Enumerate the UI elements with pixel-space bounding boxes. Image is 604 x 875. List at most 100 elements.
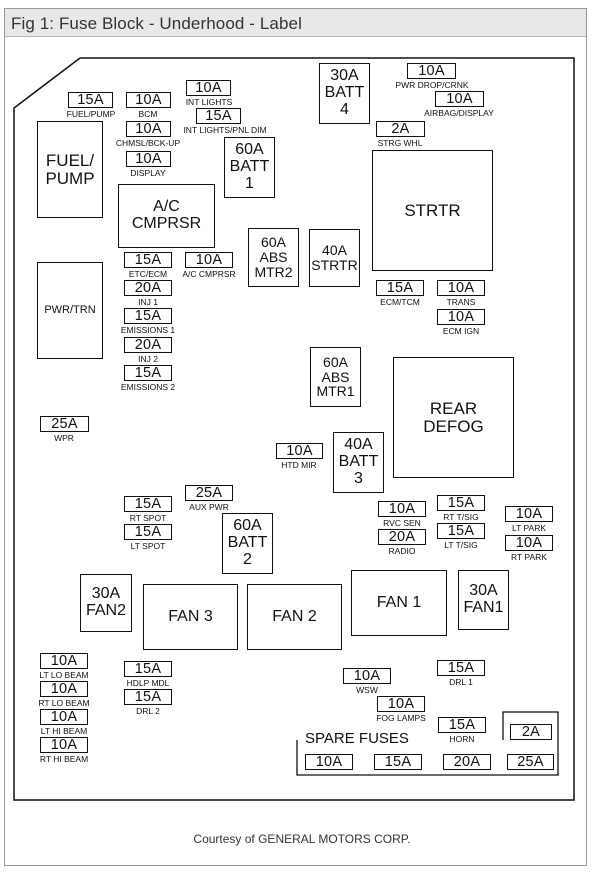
- label-ecm-ign: ECM IGN: [442, 326, 480, 336]
- fuse-int-lights: 10A: [186, 80, 231, 96]
- starter-relay: STRTR: [372, 150, 493, 271]
- fuse-lt-spot: 15A: [124, 524, 172, 540]
- rear-defog-relay: REAR DEFOG: [393, 357, 514, 478]
- fuel-pump-relay: FUEL/ PUMP: [37, 121, 103, 218]
- label-rt-hi-beam: RT HI BEAM: [39, 754, 89, 764]
- abs-mtr2-fuse: 60A ABS MTR2: [248, 228, 299, 287]
- label-trans: TRANS: [446, 297, 476, 307]
- fuse-trans: 10A: [437, 280, 485, 296]
- label-chmsl: CHMSL/BCK-UP: [115, 138, 181, 148]
- fuse-drl1: 15A: [437, 660, 485, 676]
- label-fuel-pump: FUEL/PUMP: [66, 109, 116, 119]
- fuse-rt-hi-beam: 10A: [40, 737, 88, 753]
- label-pwr-drop: PWR DROP/CRNK: [395, 80, 469, 90]
- fuse-chmsl: 10A: [126, 121, 171, 137]
- spare-fuse: 20A: [443, 754, 491, 770]
- fuse-fuel-pump: 15A: [68, 92, 113, 108]
- spare-fuse: 10A: [305, 754, 353, 770]
- fuse-inj1: 20A: [124, 280, 172, 296]
- fuse-drl2: 15A: [124, 689, 172, 705]
- label-htd-mir: HTD MIR: [281, 460, 317, 470]
- fan2-relay: FAN 2: [247, 584, 342, 650]
- batt3-fuse: 40A BATT 3: [333, 432, 384, 493]
- label-rt-tsig: RT T/SIG: [443, 512, 479, 522]
- fuse-airbag: 10A: [435, 91, 484, 107]
- spare-fuse: 25A: [507, 754, 554, 770]
- title-bar: [5, 9, 586, 37]
- label-inj1: INJ 1: [138, 297, 158, 307]
- fuse-int-lights-pnl-dim: 15A: [196, 108, 241, 124]
- fuse-wsw: 10A: [343, 668, 391, 684]
- spare-fuses-label: SPARE FUSES: [305, 730, 409, 747]
- label-aux-pwr: AUX PWR: [189, 502, 229, 512]
- fuse-ecm-ign: 10A: [437, 309, 485, 325]
- fuse-strg-whl: 2A: [376, 121, 425, 137]
- fuse-rt-lo-beam: 10A: [40, 681, 88, 697]
- label-strg-whl: STRG WHL: [377, 138, 423, 148]
- fuse-lt-tsig: 15A: [437, 523, 485, 539]
- label-hdlp-mdl: HDLP MDL: [126, 678, 170, 688]
- courtesy-credit: Courtesy of GENERAL MOTORS CORP.: [193, 832, 411, 846]
- label-bcm: BCM: [138, 109, 158, 119]
- label-rt-lo-beam: RT LO BEAM: [38, 698, 90, 708]
- fuse-ecm-tcm: 15A: [376, 280, 424, 296]
- spare-fuse-2a: 2A: [510, 724, 552, 740]
- label-lt-tsig: LT T/SIG: [444, 540, 478, 550]
- label-int-lights: INT LIGHTS: [185, 97, 233, 107]
- label-fog-lamps: FOG LAMPS: [376, 713, 426, 723]
- batt4-fuse: 30A BATT 4: [319, 63, 370, 124]
- label-lt-lo-beam: LT LO BEAM: [39, 670, 89, 680]
- label-horn: HORN: [449, 734, 475, 744]
- batt2-fuse: 60A BATT 2: [222, 513, 273, 574]
- label-lt-hi-beam: LT HI BEAM: [40, 726, 88, 736]
- fuse-bcm: 10A: [126, 92, 171, 108]
- fuse-display: 10A: [126, 151, 171, 167]
- fuse-rt-park: 10A: [505, 535, 553, 551]
- fuse-inj2: 20A: [124, 337, 172, 353]
- label-lt-park: LT PARK: [511, 523, 547, 533]
- fuse-emissions1: 15A: [124, 308, 172, 324]
- label-radio: RADIO: [388, 546, 416, 556]
- label-display: DISPLAY: [130, 168, 166, 178]
- fuse-lt-lo-beam: 10A: [40, 653, 88, 669]
- label-drl2: DRL 2: [136, 706, 160, 716]
- fuse-hdlp-mdl: 15A: [124, 661, 172, 677]
- figure-title: Fig 1: Fuse Block - Underhood - Label: [11, 14, 302, 33]
- fuse-fog-lamps: 10A: [377, 696, 425, 712]
- fuse-rt-tsig: 15A: [437, 495, 485, 511]
- spare-fuse: 15A: [374, 754, 422, 770]
- fan3-relay: FAN 3: [143, 584, 238, 650]
- label-lt-spot: LT SPOT: [130, 541, 166, 551]
- fan1-relay: FAN 1: [351, 570, 447, 636]
- label-wsw: WSW: [356, 685, 378, 695]
- label-rt-park: RT PARK: [511, 552, 547, 562]
- fuse-radio: 20A: [378, 529, 426, 545]
- fuse-aux-pwr: 25A: [185, 485, 233, 501]
- fuse-pwr-drop: 10A: [407, 63, 456, 79]
- strtr-fuse: 40A STRTR: [309, 229, 360, 287]
- label-rt-spot: RT SPOT: [129, 513, 167, 523]
- fuse-ac-cmprsr: 10A: [185, 252, 233, 268]
- batt1-fuse: 60A BATT 1: [224, 137, 275, 198]
- label-emissions1: EMISSIONS 1: [120, 325, 176, 335]
- fuse-rt-spot: 15A: [124, 496, 172, 512]
- label-emissions2: EMISSIONS 2: [120, 382, 176, 392]
- abs-mtr1-fuse: 60A ABS MTR1: [310, 347, 361, 407]
- fan1-relay-fuse: 30A FAN1: [458, 570, 509, 630]
- label-etc-ecm: ETC/ECM: [128, 269, 168, 279]
- fuse-horn: 15A: [438, 717, 486, 733]
- fuse-etc-ecm: 15A: [124, 252, 172, 268]
- fuse-htd-mir: 10A: [276, 443, 323, 459]
- fuse-lt-hi-beam: 10A: [40, 709, 88, 725]
- label-drl1: DRL 1: [449, 677, 473, 687]
- label-inj2: INJ 2: [138, 354, 158, 364]
- label-int-lights-pnl-dim: INT LIGHTS/PNL DIM: [183, 125, 267, 135]
- fuse-lt-park: 10A: [505, 506, 553, 522]
- label-ecm-tcm: ECM/TCM: [380, 297, 420, 307]
- ac-compressor-relay: A/C CMPRSR: [118, 184, 215, 248]
- fan2-relay-fuse: 30A FAN2: [80, 574, 132, 632]
- pwr-trn-relay: PWR/TRN: [37, 262, 103, 359]
- fuse-rvc-sen: 10A: [378, 501, 426, 517]
- fuse-emissions2: 15A: [124, 365, 172, 381]
